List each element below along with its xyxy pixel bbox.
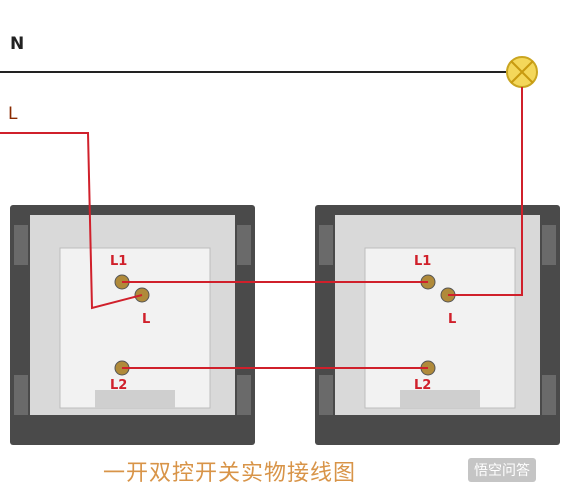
terminal-label-l: L [448, 312, 457, 327]
line-label: L [8, 104, 18, 124]
switch-plate-right [315, 205, 560, 445]
terminal-label-l1: L1 [414, 254, 432, 269]
diagram-caption: 一开双控开关实物接线图 [103, 461, 357, 486]
watermark: 悟空问答 [468, 458, 536, 482]
line-wire [0, 132, 143, 310]
switch-plate-left [10, 205, 255, 445]
terminal-label-l2: L2 [110, 378, 128, 393]
lamp-icon [506, 56, 538, 88]
terminal-label-l1: L1 [110, 254, 128, 269]
neutral-label: N [10, 34, 25, 54]
lamp-wire [448, 87, 523, 296]
terminal-label-l: L [142, 312, 151, 327]
terminal-label-l2: L2 [414, 378, 432, 393]
